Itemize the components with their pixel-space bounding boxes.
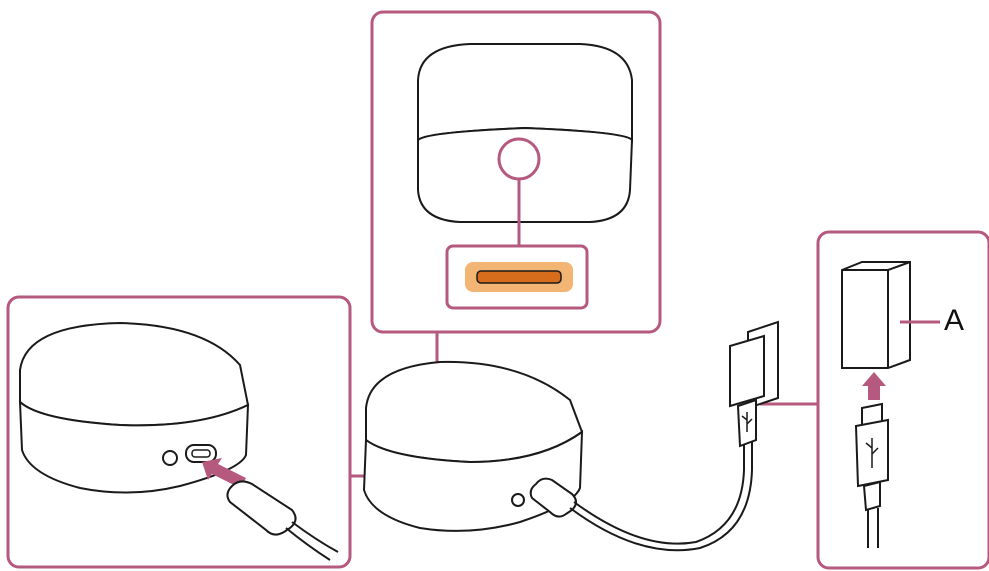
ac-adaptor-icon <box>841 261 911 369</box>
main-usb-cable-2 <box>573 438 745 545</box>
main-case-illustration <box>362 360 753 552</box>
left-case-body <box>18 399 250 494</box>
usb-a-neck <box>862 480 881 512</box>
ac-adaptor-illustration <box>841 261 940 548</box>
usb-plug-housing <box>729 334 765 408</box>
left-audio-jack-icon <box>162 450 178 466</box>
top-case-illustration <box>417 43 634 310</box>
left-insert-arrow-icon <box>202 458 246 488</box>
main-case-lid <box>365 360 584 464</box>
case-lid <box>417 43 633 143</box>
left-cable-2 <box>291 521 339 553</box>
usb-symbol-icon <box>741 412 753 432</box>
left-usb-port-icon <box>185 444 217 463</box>
left-usb-port-inner <box>191 449 211 458</box>
main-usb-cable <box>569 438 753 552</box>
main-audio-jack-icon <box>511 493 525 507</box>
ac-adaptor-callout-label: A <box>944 304 965 337</box>
main-cable-plug <box>529 477 577 518</box>
case-body <box>417 126 634 223</box>
left-cable <box>285 527 331 561</box>
insert-up-arrow-icon <box>862 372 886 400</box>
indicator-light-icon <box>476 270 562 284</box>
usb-a-symbol-icon <box>865 438 879 468</box>
left-case-illustration <box>18 321 339 561</box>
center-usb-plug-illustration <box>729 320 779 448</box>
